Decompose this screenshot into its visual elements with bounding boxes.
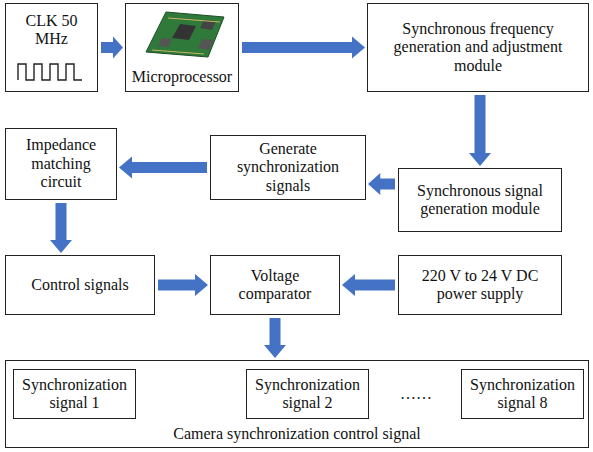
process-box: Control signals <box>5 255 155 315</box>
box-label: CLK 50 MHz <box>6 12 97 49</box>
box-label: Synchronous frequency generation and adj… <box>368 20 588 75</box>
chip <box>198 39 214 50</box>
block-arrow <box>158 274 208 296</box>
circuit-board-picture <box>146 12 224 57</box>
box-label: Voltage comparator <box>211 267 339 304</box>
box-label: Impedance matching circuit <box>6 136 116 191</box>
clock-box: CLK 50 MHz <box>5 3 98 92</box>
box-label: 220 V to 24 V DC power supply <box>399 267 561 304</box>
output-group-box: Camera synchronization control signal Syn… <box>5 360 589 448</box>
process-box: Generate synchronization signals <box>210 135 366 200</box>
signal-box: Synchronization signal 2 <box>246 369 369 419</box>
box-label: Synchronization signal 8 <box>462 376 583 413</box>
block-arrow <box>242 37 365 59</box>
box-label: Synchronization signal 2 <box>247 376 368 413</box>
block-arrow <box>264 318 286 358</box>
signal-box: Synchronization signal 1 <box>13 369 136 419</box>
signal-box: Synchronization signal 8 <box>461 369 584 419</box>
trace <box>152 50 204 54</box>
block-arrow <box>101 37 123 59</box>
process-box: Impedance matching circuit <box>5 128 117 200</box>
box-label: Synchronous signal generation module <box>399 182 561 219</box>
clock-waveform <box>18 64 82 80</box>
process-box: Voltage comparator <box>210 255 340 315</box>
processor-box: Microprocessor <box>125 3 239 92</box>
block-arrow <box>119 157 207 179</box>
group-heading: Camera synchronization control signal <box>169 425 424 443</box>
block-arrow <box>469 95 491 166</box>
chip <box>172 24 196 40</box>
trace <box>168 18 220 22</box>
box-label: Microprocessor <box>128 68 236 86</box>
box-label: Synchronization signal 1 <box>14 376 135 413</box>
process-box: Synchronous frequency generation and adj… <box>367 3 589 92</box>
process-box: Synchronous signal generation module <box>398 168 562 232</box>
box-label: Control signals <box>27 276 132 294</box>
box-label: Generate synchronization signals <box>211 140 365 195</box>
block-arrow <box>50 203 72 253</box>
process-box: 220 V to 24 V DC power supply <box>398 255 562 315</box>
ellipsis-label: …… <box>376 385 456 403</box>
board <box>146 12 224 57</box>
block-arrow <box>368 173 395 195</box>
chip <box>158 38 172 47</box>
block-arrow <box>342 274 395 296</box>
